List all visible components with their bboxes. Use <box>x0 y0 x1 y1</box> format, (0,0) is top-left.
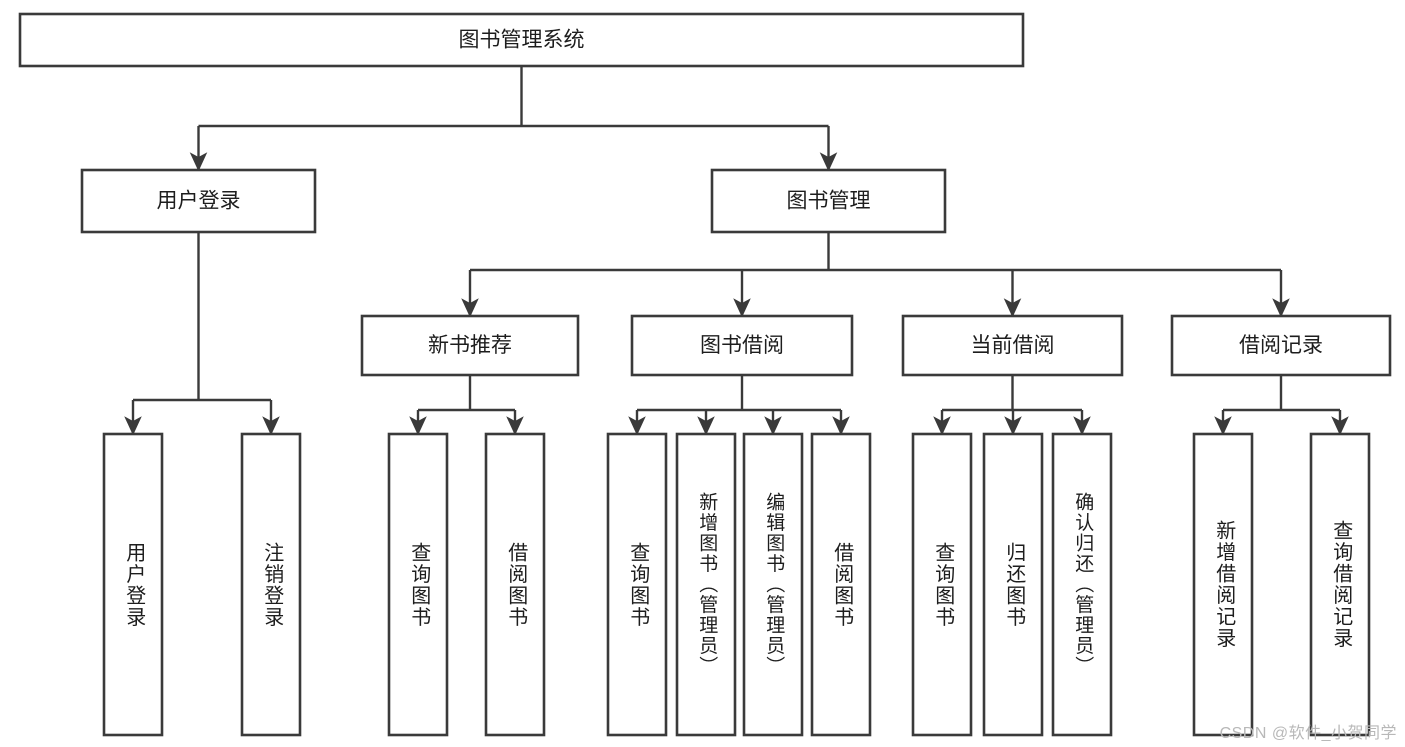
node-boxes <box>18 12 1392 737</box>
node-label-root: 图书管理系统 <box>459 29 585 52</box>
node-leaf-logout[interactable] <box>240 432 302 737</box>
node-label-user-login: 用户登录 <box>157 190 241 213</box>
node-new-book-rec[interactable] <box>360 314 580 377</box>
node-leaf-query-book-1[interactable] <box>387 432 449 737</box>
node-leaf-query-record[interactable] <box>1309 432 1371 737</box>
node-label-new-book-rec: 新书推荐 <box>428 334 512 357</box>
node-label-borrow-record: 借阅记录 <box>1239 334 1323 357</box>
node-leaf-borrow-book-2[interactable] <box>810 432 872 737</box>
node-leaf-edit-book[interactable] <box>742 432 804 737</box>
connector-lines <box>124 66 1349 436</box>
node-borrow-record[interactable] <box>1170 314 1392 377</box>
node-leaf-query-book-2[interactable] <box>606 432 668 737</box>
node-label-book-borrow: 图书借阅 <box>700 334 784 357</box>
node-current-borrow[interactable] <box>901 314 1124 377</box>
node-leaf-user-login[interactable] <box>102 432 164 737</box>
node-label-current-borrow: 当前借阅 <box>971 334 1055 357</box>
node-book-manage[interactable] <box>710 168 947 234</box>
node-label-book-manage: 图书管理 <box>787 190 871 213</box>
node-root[interactable] <box>18 12 1025 68</box>
node-book-borrow[interactable] <box>630 314 854 377</box>
node-leaf-add-book[interactable] <box>675 432 737 737</box>
node-leaf-borrow-book-1[interactable] <box>484 432 546 737</box>
node-leaf-add-record[interactable] <box>1192 432 1254 737</box>
csdn-watermark: CSDN @软件_小贺同学 <box>1219 725 1397 742</box>
node-user-login[interactable] <box>80 168 317 234</box>
node-leaf-return-book[interactable] <box>982 432 1044 737</box>
node-leaf-confirm-return[interactable] <box>1051 432 1113 737</box>
node-leaf-query-book-3[interactable] <box>911 432 973 737</box>
